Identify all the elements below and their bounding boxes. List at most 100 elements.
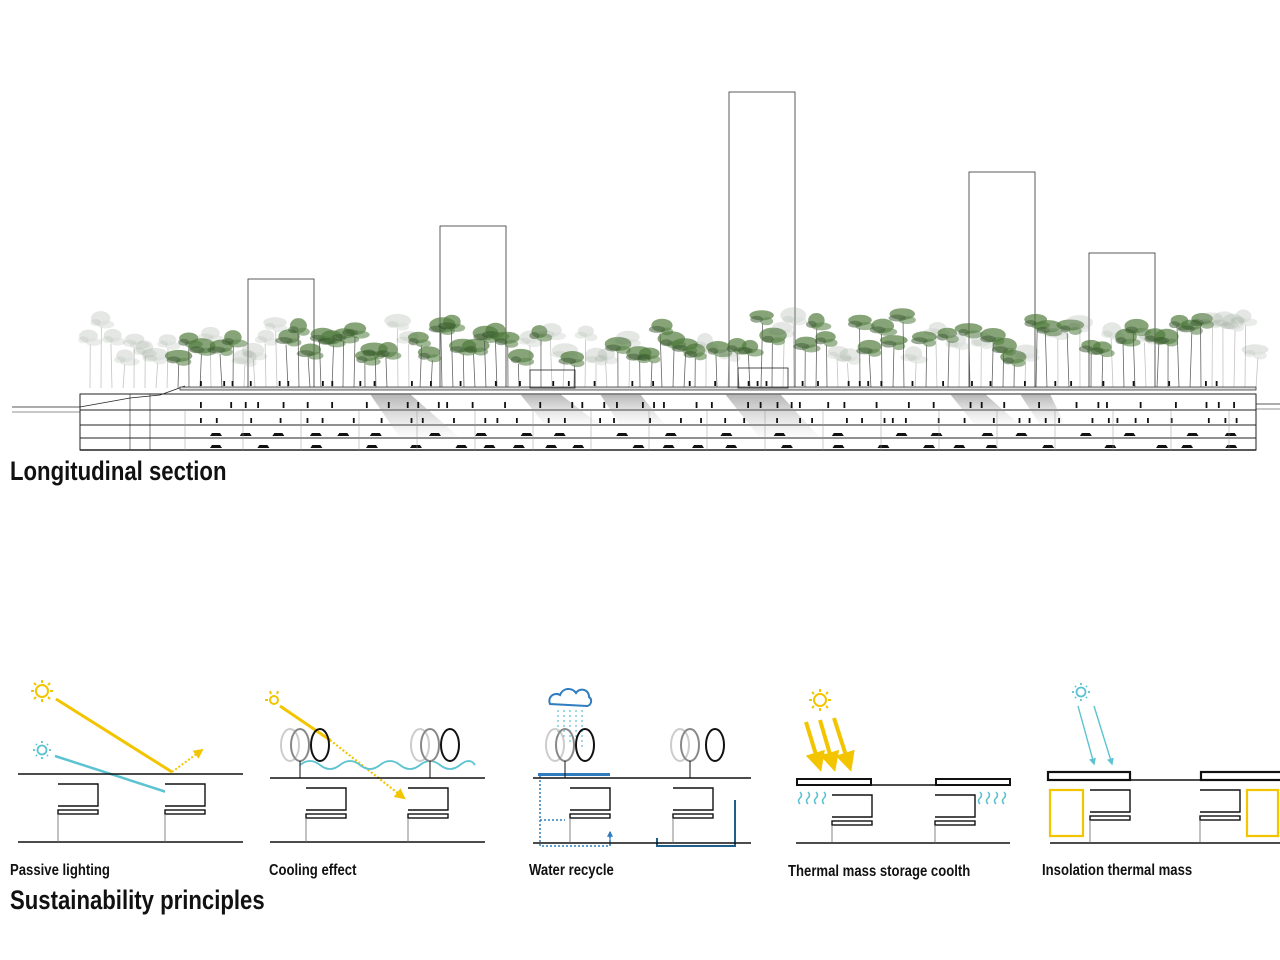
person-figure — [1058, 418, 1061, 423]
building-block — [934, 794, 976, 843]
person-figure — [387, 402, 390, 408]
person-figure — [599, 418, 601, 423]
principles-title: Sustainability principles — [10, 885, 265, 915]
sun-icon — [31, 680, 53, 702]
person-figure — [695, 402, 698, 408]
person-figure — [1207, 418, 1210, 423]
tree — [417, 346, 442, 389]
car-figure — [1079, 433, 1092, 436]
car-figure — [428, 433, 441, 436]
person-figure — [937, 418, 940, 423]
person-figure — [700, 418, 702, 423]
person-figure — [1132, 381, 1135, 386]
tree — [1241, 344, 1269, 389]
tree — [574, 325, 598, 389]
person-figure — [1023, 381, 1026, 386]
tree — [1124, 318, 1152, 389]
car-figure — [239, 433, 252, 436]
person-figure — [1217, 402, 1220, 408]
sun-icon — [265, 690, 279, 705]
person-figure — [765, 381, 768, 386]
tree — [847, 314, 875, 389]
person-figure — [1205, 381, 1207, 386]
car-figure — [1156, 445, 1169, 448]
tree — [207, 339, 233, 389]
building-block — [164, 783, 206, 842]
person-figure — [710, 402, 713, 408]
tree — [141, 348, 169, 389]
car-figure — [692, 445, 705, 448]
car-figure — [337, 433, 350, 436]
tree — [637, 347, 661, 389]
tree — [869, 318, 898, 389]
diagram-building-profiles — [18, 773, 1280, 844]
car-figure — [632, 445, 645, 448]
person-figure — [331, 402, 334, 408]
person-figure — [430, 381, 432, 386]
person-figure — [365, 402, 368, 408]
tree — [332, 328, 360, 389]
building-block — [1199, 789, 1241, 843]
caption-cooling-effect: Cooling effect — [269, 862, 357, 879]
tree-canopy — [78, 307, 1269, 389]
person-figure — [1233, 402, 1235, 408]
person-figure — [1107, 418, 1110, 423]
person-figure — [907, 402, 910, 408]
tree — [114, 349, 140, 389]
person-figure — [743, 418, 746, 423]
person-figure — [1168, 381, 1171, 386]
person-figure — [411, 381, 413, 386]
person-figure — [321, 381, 324, 386]
tree — [888, 308, 916, 389]
person-figure — [593, 381, 596, 386]
caption-insolation-thermal-mass: Insolation thermal mass — [1042, 862, 1193, 879]
person-figure — [547, 418, 550, 423]
person-figure — [552, 381, 555, 386]
person-figure — [287, 381, 290, 386]
person-figure — [563, 418, 566, 423]
person-figure — [904, 418, 907, 423]
person-figure — [437, 402, 440, 408]
car-figure — [662, 445, 675, 448]
tree — [101, 328, 126, 389]
structural-columns — [184, 410, 1230, 450]
person-figure — [847, 381, 850, 386]
building-block — [831, 794, 873, 843]
tree — [805, 313, 832, 389]
car-figure — [309, 433, 322, 436]
person-figure — [359, 381, 362, 386]
person-figure — [453, 418, 455, 423]
person-figure — [858, 381, 861, 386]
person-figure — [688, 381, 691, 386]
person-figure — [282, 402, 285, 408]
person-figure — [942, 381, 945, 386]
person-figure — [756, 381, 759, 386]
person-figure — [1070, 381, 1073, 386]
person-figure — [747, 402, 749, 408]
person-figure — [798, 402, 801, 408]
person-figure — [776, 418, 778, 423]
person-figure — [1235, 418, 1238, 423]
person-figure — [231, 381, 234, 386]
car-figure — [985, 445, 998, 448]
person-figure — [799, 418, 801, 423]
person-figure — [1038, 402, 1040, 408]
person-figure — [200, 402, 202, 408]
car-figure — [365, 445, 378, 448]
person-figure — [421, 418, 424, 423]
person-figure — [616, 402, 618, 408]
tree — [1091, 341, 1115, 389]
person-figure — [932, 402, 935, 408]
person-figure — [861, 418, 863, 423]
tree — [1056, 319, 1085, 389]
tree — [241, 342, 268, 389]
person-figure — [653, 402, 655, 408]
person-figure — [380, 418, 383, 423]
person-figure — [845, 418, 848, 423]
diagram-insolation-thermal-mass — [1046, 683, 1280, 838]
building-block — [1089, 789, 1131, 843]
person-figure — [1116, 418, 1119, 423]
tree — [537, 323, 567, 389]
tree — [1177, 319, 1203, 389]
tree — [954, 323, 983, 389]
